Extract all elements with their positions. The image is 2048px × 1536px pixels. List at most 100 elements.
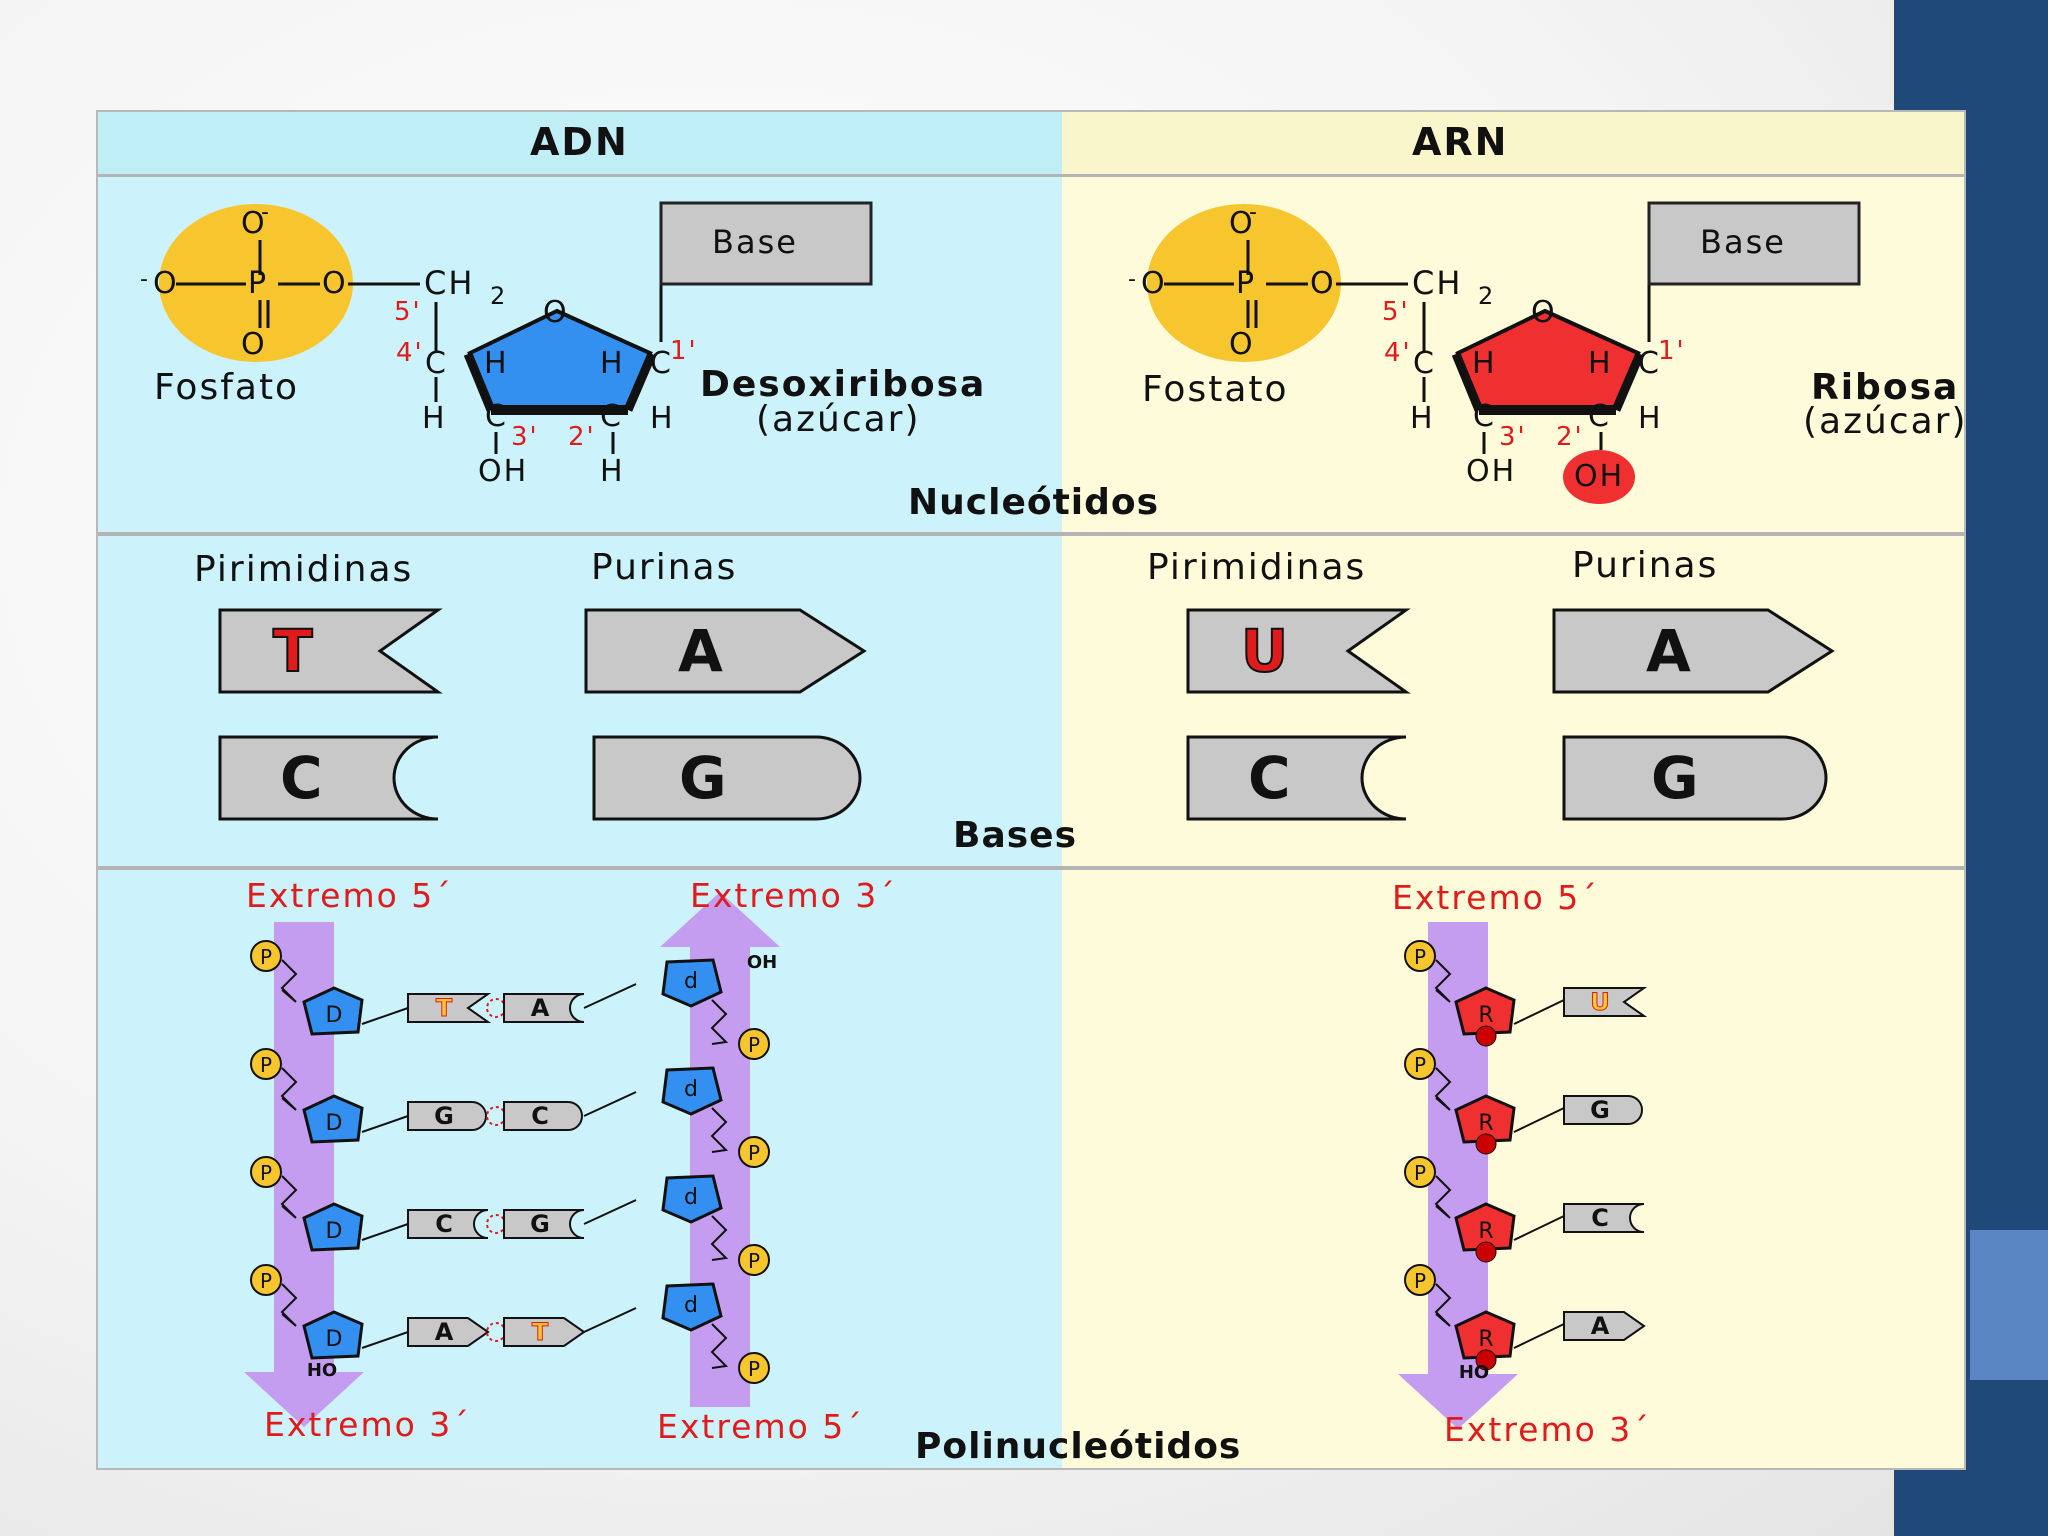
sugar-name: Ribosa (1811, 367, 1960, 408)
hydrogen-bond (486, 1214, 506, 1234)
hydroxyl-c3: OH (1466, 454, 1517, 489)
rna-ribose-2oh-dot (1475, 1349, 1497, 1371)
rna-phosphate (1404, 940, 1436, 972)
dna-header-band (98, 112, 1062, 174)
dna-right-deoxyribose (661, 1282, 723, 1332)
phosphate-o-bridge: O (1310, 266, 1336, 301)
h-on-c1: H (600, 346, 625, 381)
rna-ribose (1454, 986, 1516, 1036)
rna-phosphate-label: P (1414, 1161, 1426, 1185)
dna-left-deoxyribose (302, 1202, 364, 1252)
rna-base-label: C (1591, 1204, 1609, 1232)
bases-divider (98, 866, 1964, 870)
ch2-subscript: 2 (490, 282, 508, 310)
rna-phosphate (1404, 1048, 1436, 1080)
phosphate-o-top: O (1229, 206, 1255, 241)
rna-base (1563, 987, 1648, 1017)
dna-base-t: T (272, 617, 314, 685)
h-on-c4: H (484, 346, 509, 381)
ring-oxygen: O (543, 295, 569, 330)
dna-base-g: G (679, 744, 727, 812)
dna-left-deoxyribose (302, 1094, 364, 1144)
c2-group: OH (1574, 459, 1625, 494)
dna-left-deoxyribose-label: D (326, 1219, 343, 1244)
dna-right-deoxyribose-label: d (684, 969, 698, 994)
rna-ribose (1454, 1310, 1516, 1360)
dna-left-phosphate-label: P (260, 1269, 272, 1293)
dna-right-base (503, 1317, 586, 1347)
dna-right-phosphate (738, 1136, 770, 1168)
carbon-5-label: 5' (1382, 297, 1410, 327)
dna-left-phosphate-label: P (260, 1161, 272, 1185)
dna-right-deoxyribose-label: d (684, 1185, 698, 1210)
dna-rna-comparison-figure: ADN ARN Nucleótidos Bases Polinucleótido… (96, 110, 1966, 1470)
dna-right-phosphate-label: P (748, 1141, 760, 1165)
dna-left-deoxyribose-label: D (326, 1111, 343, 1136)
carbon-4: C (1413, 346, 1436, 381)
rna-nucleotide: O - - O P O O Fostato CH 2 5' O 4' C H H… (1086, 112, 1964, 532)
h-on-c4-lower: H (422, 401, 447, 436)
phosphate-circle (1147, 204, 1341, 362)
dna-left-base-label: T (436, 994, 453, 1022)
carbon-1-label: 1' (670, 336, 698, 366)
phosphate-o-left: O (1141, 266, 1167, 301)
h-on-c4: H (1472, 346, 1497, 381)
base-shape-dna-a (584, 608, 867, 694)
bases-shapes (218, 608, 1835, 821)
nucleotides-title: Nucleótidos (908, 482, 1160, 523)
rna-base (1563, 1311, 1646, 1341)
dna-left-phosphate (250, 940, 282, 972)
rna-strand-arrow (1398, 922, 1518, 1429)
deoxyribose-ring (468, 311, 652, 410)
dna-left-phosphate-label: P (260, 945, 272, 969)
dna-left-strand-arrow (244, 922, 364, 1427)
base-shape-rna-g (1562, 735, 1828, 821)
carbon-5-label: 5' (394, 297, 422, 327)
ribose-ring (1456, 311, 1640, 410)
dna-base-a: A (678, 617, 723, 685)
ribose-2-hydroxyl-highlight (1563, 450, 1635, 504)
dna-right-deoxyribose (661, 958, 723, 1008)
dna-right-base-label: G (530, 1210, 550, 1238)
sugar-name: Desoxiribosa (700, 364, 987, 405)
rna-phosphate-label: P (1414, 945, 1426, 969)
phosphate-p: P (248, 266, 269, 301)
carbon-2: C (600, 399, 623, 434)
dna-left-base-label: A (435, 1318, 454, 1346)
dna-left-bottom-end: Extremo 3´ (264, 1405, 471, 1444)
base-shape-dna-c (218, 735, 439, 821)
base-box-label: Base (1700, 223, 1786, 261)
dna-right-base-label: A (531, 994, 550, 1022)
h-on-c1: H (1588, 346, 1613, 381)
rna-header-band (1062, 112, 1964, 174)
dna-left-phosphate (250, 1156, 282, 1188)
rna-base-label: U (1590, 988, 1610, 1016)
rna-ribose-label: R (1478, 1327, 1493, 1352)
phosphate-o-bridge: O (322, 266, 348, 301)
dna-left-ho-end: HO (307, 1360, 337, 1381)
rna-nucleotide-shapes (1147, 201, 1861, 504)
dna-right-phosphate (738, 1028, 770, 1060)
ch2-subscript: 2 (1478, 282, 1496, 310)
dna-left-deoxyribose-label: D (326, 1003, 343, 1028)
rna-pyrimidines-label: Pirimidinas (1147, 547, 1367, 588)
rna-purines-label: Purinas (1572, 545, 1719, 586)
phosphate-o-top: O (241, 206, 267, 241)
ring-oxygen: O (1531, 295, 1557, 330)
carbon-2-label: 2' (1556, 422, 1584, 452)
carbon-3: C (1473, 399, 1496, 434)
dna-right-base (503, 993, 585, 1023)
dna-right-base-label: C (531, 1102, 549, 1130)
dna-right-phosphate (738, 1244, 770, 1276)
phosphate-o-bottom: O (1229, 327, 1255, 362)
dna-nucleotide-shapes (159, 201, 873, 454)
base-shape-dna-g (592, 735, 862, 821)
base-shape-rna-c (1186, 735, 1407, 821)
phosphate-o-top-charge: - (1249, 200, 1259, 225)
dna-left-phosphate (250, 1264, 282, 1296)
dna-right-top-end: Extremo 3´ (690, 876, 897, 915)
dna-left-base (407, 1101, 487, 1131)
rna-base-c: C (1248, 744, 1291, 812)
carbon-4-label: 4' (396, 338, 424, 368)
base-shape-dna-t (218, 608, 443, 694)
